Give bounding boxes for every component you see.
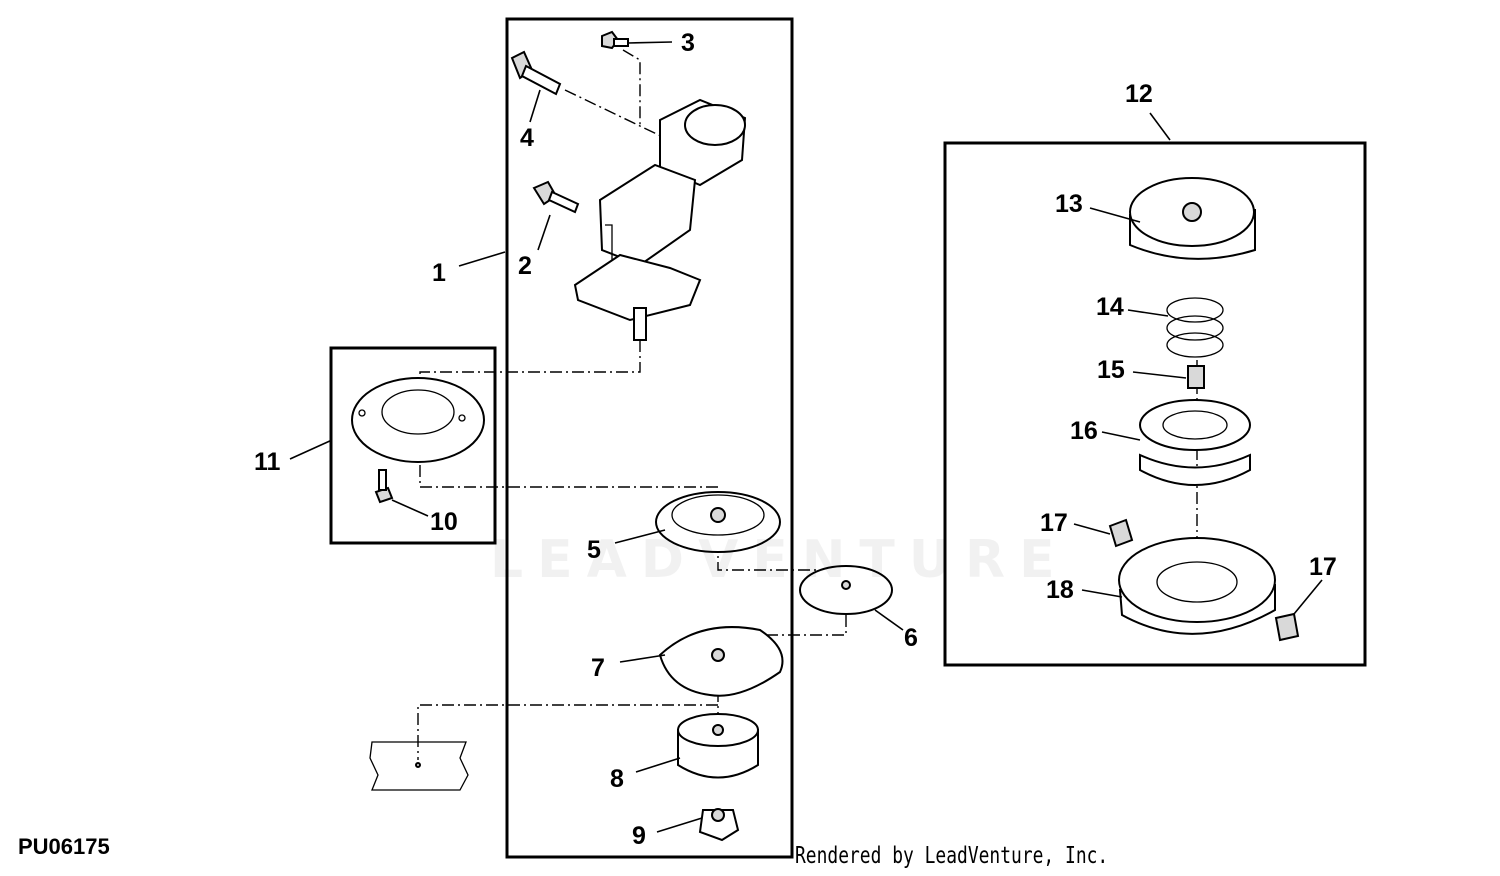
part-3-bolt [601, 30, 629, 50]
callout-9: 9 [632, 822, 646, 850]
part-8-cup [677, 713, 759, 779]
part-9-nut [698, 808, 740, 842]
leader-line [1132, 371, 1187, 379]
part-18-housing [1118, 537, 1276, 635]
leader-line [874, 609, 904, 631]
figure-id: PU06175 [18, 834, 110, 859]
callout-12: 12 [1125, 80, 1153, 108]
alignment-line [622, 49, 641, 125]
part-15-insert [1187, 365, 1205, 389]
callout-15: 15 [1097, 356, 1125, 384]
main-assembly-frame [505, 17, 794, 859]
part-10-screw [374, 469, 394, 504]
leader-line [635, 757, 681, 773]
part-4-fitting [510, 50, 562, 96]
leader-line [1073, 523, 1111, 535]
callout-14: 14 [1096, 293, 1124, 321]
callout-8: 8 [610, 765, 624, 793]
part-6-washer [799, 565, 893, 615]
callout-11: 11 [254, 448, 281, 476]
part-17-eyelet-right [1274, 612, 1300, 642]
watermark: LEADVENTURE [490, 530, 1069, 590]
callout-16: 16 [1070, 417, 1098, 445]
leader-line [529, 89, 541, 123]
leader-line [614, 529, 666, 544]
callout-10: 10 [430, 508, 458, 536]
leader-line [1101, 431, 1141, 441]
part-14-spring [1166, 297, 1224, 358]
trimmer-head-frame [943, 141, 1367, 667]
leader-line [619, 654, 666, 663]
callout-3: 3 [681, 29, 695, 57]
callout-6: 6 [904, 624, 918, 652]
leader-line [1127, 309, 1169, 317]
callout-17-left: 17 [1040, 509, 1068, 537]
part-1-gear-head [573, 98, 747, 341]
part-11-plate [351, 377, 485, 463]
credit-text: Rendered by LeadVenture, Inc. [795, 843, 1109, 869]
callout-4: 4 [520, 124, 534, 152]
callout-18: 18 [1046, 576, 1074, 604]
part-16-spool [1139, 399, 1251, 486]
part-17-eyelet-left [1108, 518, 1134, 548]
leader-line [391, 499, 429, 517]
leader-line [1149, 112, 1171, 141]
part-7-guard [658, 626, 784, 697]
leader-line [289, 439, 333, 460]
leader-line [1081, 589, 1123, 598]
callout-1: 1 [432, 259, 446, 287]
leader-line [627, 41, 673, 44]
callout-17-right: 17 [1309, 553, 1337, 581]
part-2-fitting [532, 180, 580, 214]
leader-line [1089, 207, 1141, 223]
callout-13: 13 [1055, 190, 1083, 218]
plate-assembly-frame [329, 346, 497, 545]
callout-5: 5 [587, 536, 601, 564]
blade-outline [369, 741, 469, 791]
leader-line [656, 817, 703, 833]
part-13-cover [1129, 177, 1256, 260]
leader-line [1293, 579, 1323, 615]
part-5-cup [655, 491, 781, 553]
leader-line [458, 251, 506, 267]
callout-7: 7 [591, 654, 605, 682]
leader-line [537, 214, 551, 251]
alignment-line [564, 89, 666, 139]
callout-2: 2 [518, 252, 532, 280]
